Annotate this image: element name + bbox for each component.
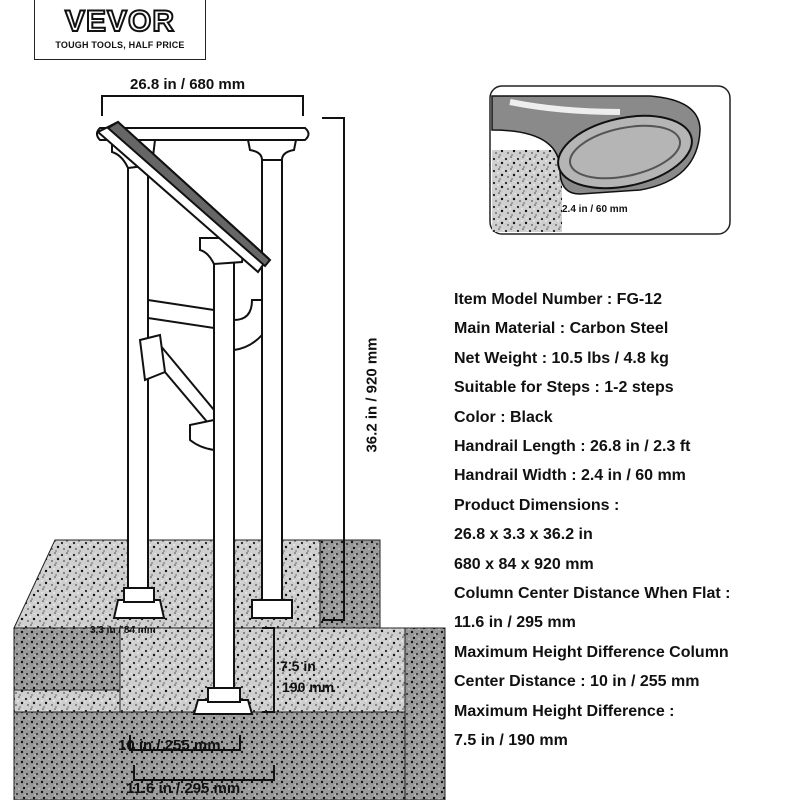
logo-brand: VEVOR bbox=[64, 5, 176, 39]
top-width-label: 26.8 in / 680 mm bbox=[130, 76, 246, 93]
spec-list: Item Model Number : FG-12 Main Material … bbox=[454, 285, 794, 756]
spec-color: Color : Black bbox=[454, 408, 553, 426]
handrail-closeup bbox=[489, 85, 731, 235]
spec-product-dimensions-in: 26.8 x 3.3 x 36.2 in bbox=[454, 526, 593, 544]
spec-main-material: Main Material : Carbon Steel bbox=[454, 320, 669, 338]
step-height-in-label: 7.5 in bbox=[280, 658, 316, 674]
spec-max-height-center-heading: Maximum Height Difference Column bbox=[454, 643, 729, 661]
spec-max-height-difference-value: 7.5 in / 190 mm bbox=[454, 732, 568, 750]
spec-product-dimensions-mm: 680 x 84 x 920 mm bbox=[454, 555, 594, 573]
spec-handrail-length: Handrail Length : 26.8 in / 2.3 ft bbox=[454, 438, 691, 456]
stone-steps bbox=[13, 539, 446, 800]
handrail-width-label: 2.4 in / 60 mm bbox=[562, 204, 628, 215]
spec-handrail-width: Handrail Width : 2.4 in / 60 mm bbox=[454, 467, 686, 485]
column-center-angled-label: 10 in / 255 mm bbox=[118, 737, 221, 754]
spec-model-number: Item Model Number : FG-12 bbox=[454, 291, 663, 308]
spec-product-dimensions-heading: Product Dimensions : bbox=[454, 496, 620, 514]
spec-net-weight: Net Weight : 10.5 lbs / 4.8 kg bbox=[454, 349, 669, 367]
step-height-mm-label: 190 mm bbox=[282, 679, 335, 695]
base-depth-label: 3.3 in / 84 mm bbox=[90, 625, 156, 636]
spec-center-distance-flat-value: 11.6 in / 295 mm bbox=[454, 614, 576, 632]
spec-max-height-difference-heading: Maximum Height Difference : bbox=[454, 702, 675, 720]
spec-max-height-center-value: Center Distance : 10 in / 255 mm bbox=[454, 673, 700, 691]
spec-center-distance-flat-heading: Column Center Distance When Flat : bbox=[454, 585, 731, 603]
logo-tagline: TOUGH TOOLS, HALF PRICE bbox=[55, 40, 185, 50]
spec-suitable-steps: Suitable for Steps : 1-2 steps bbox=[454, 379, 674, 397]
column-center-flat-label: 11.6 in / 295 mm bbox=[126, 780, 241, 797]
vevor-logo: VEVOR TOUGH TOOLS, HALF PRICE bbox=[34, 0, 206, 60]
height-label: 36.2 in / 920 mm bbox=[363, 337, 381, 453]
handrail-frame bbox=[96, 120, 310, 715]
